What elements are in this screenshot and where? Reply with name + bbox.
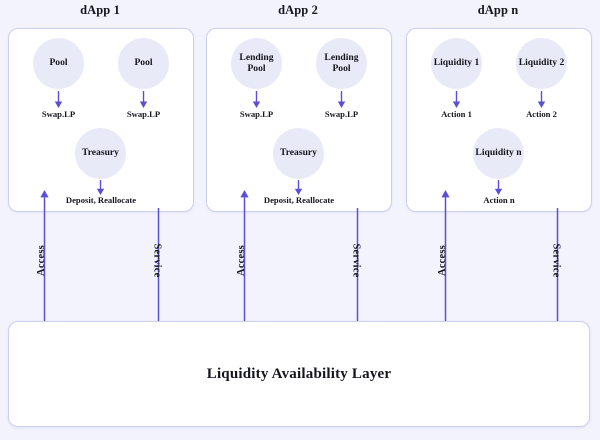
dapp-title-1: dApp 1 (80, 3, 120, 17)
arrow-down-icon (493, 180, 504, 200)
access-label-1: Access (35, 245, 47, 276)
arrow-down-icon (138, 91, 149, 113)
access-connector-2 (238, 190, 251, 337)
step-label-1a: Swap.LP (41, 109, 76, 119)
step-label-action-2: Action 2 (526, 109, 557, 119)
liquidity-availability-layer-panel: Liquidity Availability Layer (8, 321, 590, 427)
service-label-n: Service (550, 243, 562, 278)
step-label-action-1: Action 1 (441, 109, 472, 119)
access-label-n: Access (436, 245, 448, 276)
step-label-action-n: Action n (483, 195, 515, 205)
access-connector-n (439, 190, 452, 337)
arrow-down-icon (536, 91, 547, 113)
node-circle-treasury-2[interactable]: Treasury (273, 128, 324, 179)
step-label-treasury-2: Deposit, Reallocate (263, 195, 335, 205)
dapp-title-2: dApp 2 (278, 3, 318, 17)
dapp-title-n: dApp n (477, 3, 519, 17)
node-circle-treasury-1[interactable]: Treasury (75, 128, 126, 179)
arrow-down-icon (95, 180, 106, 200)
step-label-2b: Swap.LP (324, 109, 359, 119)
arrow-down-icon (336, 91, 347, 113)
service-label-1: Service (151, 243, 163, 278)
node-circle-lending-pool-2b[interactable]: Lending Pool (316, 38, 367, 89)
access-connector-1 (38, 190, 51, 337)
liquidity-availability-layer-label: Liquidity Availability Layer (206, 365, 392, 382)
node-circle-lending-pool-2a[interactable]: Lending Pool (231, 38, 282, 89)
node-circle-pool-1a[interactable]: Pool (33, 38, 84, 89)
node-circle-liquidity-n[interactable]: Liquidity n (473, 128, 524, 179)
arrow-down-icon (53, 91, 64, 113)
dapp-panel-2: Lending Pool Lending Pool Swap.LP Swap.L… (206, 28, 392, 212)
dapp-panel-1: Pool Pool Swap.LP Swap.LP Treasury Depos… (8, 28, 194, 212)
service-label-2: Service (350, 243, 362, 278)
step-label-1b: Swap.LP (126, 109, 161, 119)
node-circle-pool-1b[interactable]: Pool (118, 38, 169, 89)
arrow-down-icon (293, 180, 304, 200)
access-label-2: Access (235, 245, 247, 276)
arrow-down-icon (451, 91, 462, 113)
arrow-down-icon (251, 91, 262, 113)
step-label-2a: Swap.LP (239, 109, 274, 119)
step-label-treasury-1: Deposit, Reallocate (65, 195, 137, 205)
node-circle-liquidity-1[interactable]: Liquidity 1 (431, 38, 482, 89)
node-circle-liquidity-2[interactable]: Liquidity 2 (516, 38, 567, 89)
dapp-panel-n: Liquidity 1 Liquidity 2 Action 1 Action … (406, 28, 592, 212)
